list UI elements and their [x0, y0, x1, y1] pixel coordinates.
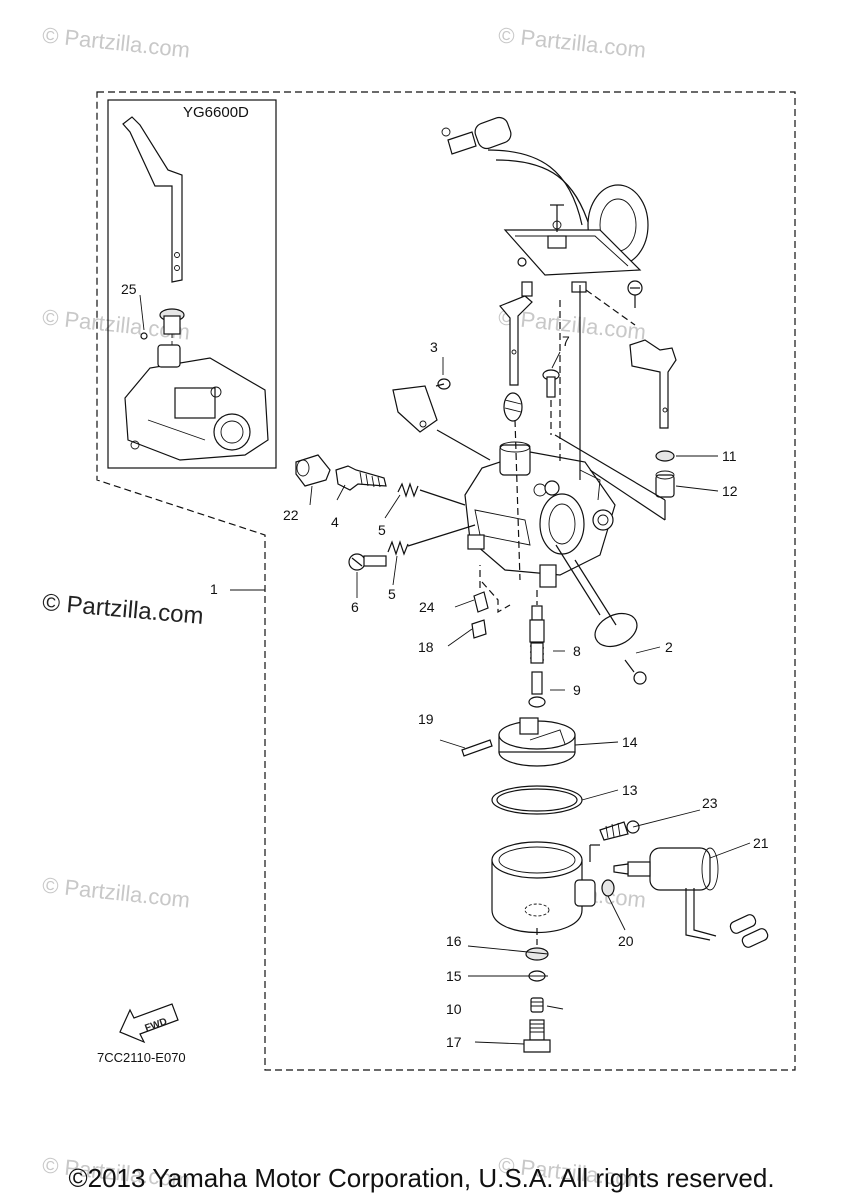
- callout-part-4: 4: [331, 514, 339, 530]
- cap-part-22: [295, 454, 331, 487]
- inset-model-label: YG6600D: [183, 104, 249, 121]
- inset-box: [107, 99, 277, 469]
- callout-part-16: 16: [446, 933, 462, 949]
- copyright-footer: ©2013 Yamaha Motor Corporation, U.S.A. A…: [68, 1163, 775, 1193]
- spring-part-5-upper: [397, 482, 466, 506]
- callout-part-24: 24: [419, 599, 435, 615]
- callout-part-2: 2: [665, 639, 673, 655]
- callout-part-11: 11: [722, 448, 737, 464]
- callout-part-19: 19: [418, 711, 434, 727]
- callout-part-18: 18: [418, 639, 434, 655]
- callout-part-9: 9: [573, 682, 581, 698]
- fwd-arrow-icon: FWD: [119, 1003, 179, 1044]
- callout-part-25: 25: [121, 281, 137, 297]
- pin-part-19: [461, 739, 493, 757]
- callout-part-13: 13: [622, 782, 638, 798]
- throttle-plate-part-3: [392, 378, 451, 433]
- nozzle-part-8: [529, 605, 545, 664]
- callout-part-6: 6: [351, 599, 359, 615]
- actuator-screw: [585, 280, 643, 326]
- callout-part-5-upper: 5: [378, 522, 386, 538]
- callout-part-17: 17: [446, 1034, 462, 1050]
- drawing-code: 7CC2110-E070: [97, 1050, 186, 1065]
- callout-part-23: 23: [702, 795, 718, 811]
- jet-part-9: [528, 671, 546, 708]
- callout-part-8: 8: [573, 643, 581, 659]
- jet-part-24: [473, 565, 511, 614]
- float-bowl: [491, 841, 596, 933]
- callout-part-3: 3: [430, 339, 438, 355]
- inset-carburetor: [124, 344, 269, 461]
- throttle-lever: [629, 339, 677, 429]
- inset-lever: [122, 116, 183, 283]
- pilot-screw-part-4: [335, 465, 387, 491]
- plate-part-2: [555, 544, 647, 685]
- gasket-part-13: [491, 785, 583, 815]
- drain-bolt-part-17: [523, 1019, 551, 1053]
- callout-part-20: 20: [618, 933, 634, 949]
- float-part-14: [498, 717, 576, 767]
- callout-part-1: 1: [210, 581, 218, 597]
- choke-shaft: [499, 281, 533, 422]
- leader-lines: [139, 294, 751, 1045]
- fuel-cut-solenoid-part-21: [613, 847, 769, 948]
- carburetor-body: [464, 441, 616, 588]
- screw-part-23: [589, 820, 640, 862]
- callout-part-15: 15: [446, 968, 462, 984]
- washer-part-11: [655, 450, 675, 462]
- bushing-part-12: [655, 470, 675, 498]
- assembly-boundary: [96, 91, 796, 1071]
- screw-part-7: [542, 369, 560, 435]
- screw-part-6: [348, 524, 476, 571]
- oring-part-20: [601, 879, 615, 897]
- callout-part-22: 22: [283, 507, 299, 523]
- callout-part-21: 21: [753, 835, 769, 851]
- pin-part-18: [471, 619, 487, 639]
- jet-part-10: [530, 997, 544, 1013]
- callout-part-12: 12: [722, 483, 738, 499]
- spring-part-5-lower: [387, 540, 409, 556]
- callout-part-10: 10: [446, 1001, 462, 1017]
- callout-part-14: 14: [622, 734, 638, 750]
- callout-part-7: 7: [562, 333, 570, 349]
- choke-actuator-assembly: [441, 116, 649, 293]
- callout-part-5-lower: 5: [388, 586, 396, 602]
